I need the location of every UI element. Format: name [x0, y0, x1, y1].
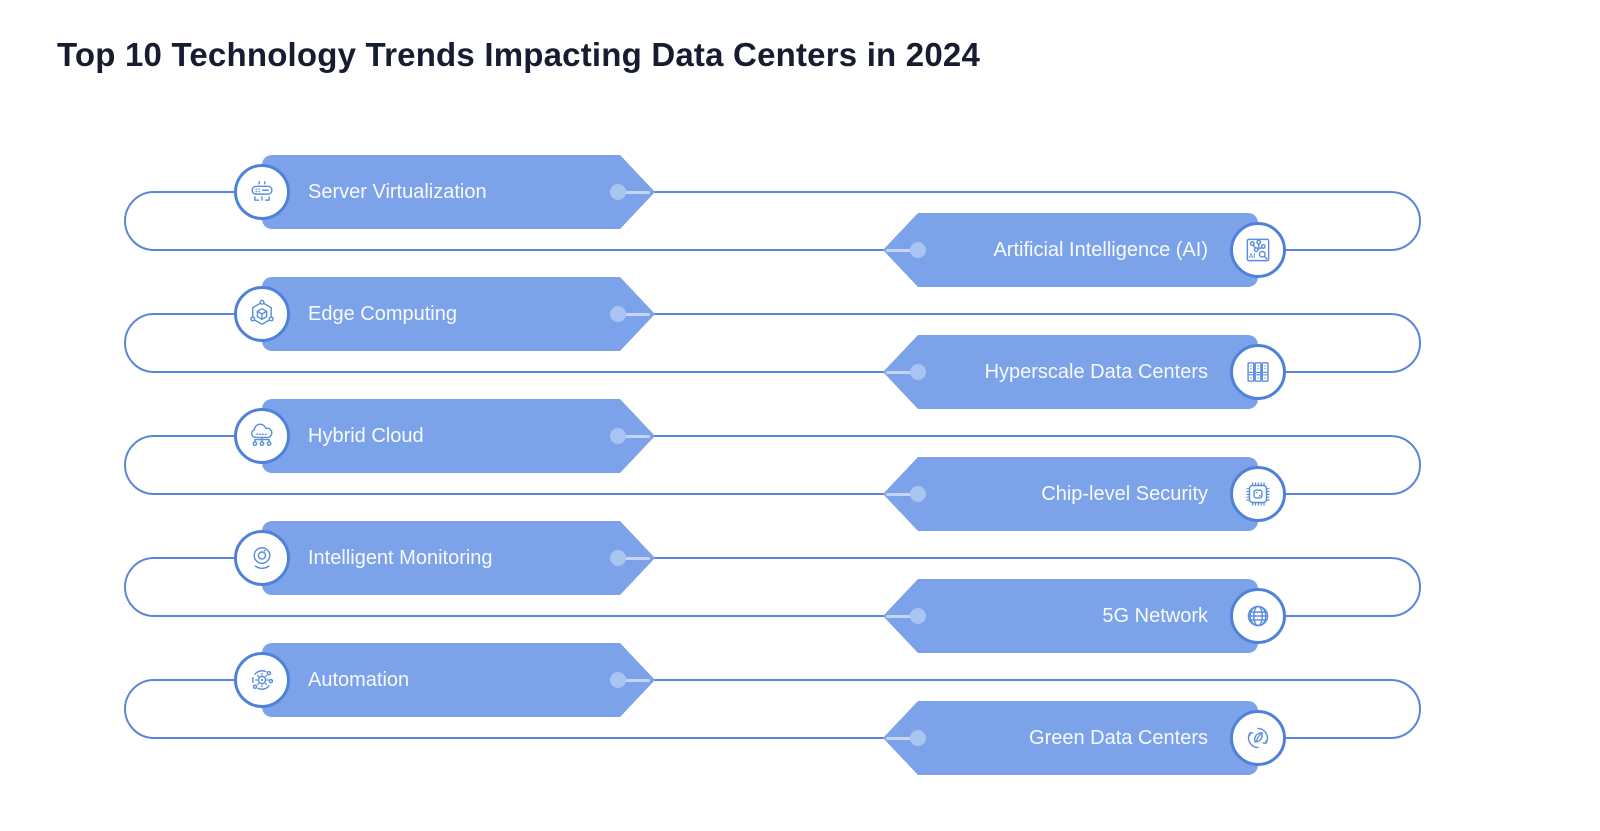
- trend-label: Edge Computing: [308, 302, 457, 325]
- globe-icon: [1241, 599, 1275, 633]
- connector-dot: [610, 672, 626, 688]
- eco-leaf-icon: [1241, 721, 1275, 755]
- trend-banner-right: Hyperscale Data Centers: [918, 335, 1258, 409]
- connector-stub-line: [886, 370, 918, 374]
- trend-label: Server Virtualization: [308, 180, 487, 203]
- trend-label: 5G Network: [1102, 604, 1208, 627]
- server-racks-icon: [1241, 355, 1275, 389]
- connector-loop: [124, 435, 1421, 495]
- connector-dot: [610, 306, 626, 322]
- icon-badge: [234, 164, 290, 220]
- trend-label: Hybrid Cloud: [308, 424, 424, 447]
- connector-stub-line: [618, 556, 650, 560]
- trend-banner-left: Hybrid Cloud: [262, 399, 620, 473]
- trend-label: Automation: [308, 668, 410, 691]
- icon-badge: [1230, 466, 1286, 522]
- trend-label: Hyperscale Data Centers: [984, 360, 1208, 383]
- trend-banner-right: Green Data Centers: [918, 701, 1258, 775]
- connector-loop: [124, 557, 1421, 617]
- webcam-icon: [245, 541, 279, 575]
- trend-label: Chip-level Security: [1041, 482, 1208, 505]
- trend-banner-left: Automation: [262, 643, 620, 717]
- connector-stub-line: [618, 190, 650, 194]
- trend-banner-left: Server Virtualization: [262, 155, 620, 229]
- icon-badge: [234, 408, 290, 464]
- connector-dot: [910, 486, 926, 502]
- icon-badge: [234, 286, 290, 342]
- trend-banner-right: Chip-level Security: [918, 457, 1258, 531]
- connector-dot: [910, 730, 926, 746]
- ai-chip-icon: [1241, 233, 1275, 267]
- connector-stub-line: [886, 492, 918, 496]
- connector-dot: [610, 184, 626, 200]
- trend-banner-right: 5G Network: [918, 579, 1258, 653]
- trend-label: Green Data Centers: [1029, 726, 1208, 749]
- connector-stub-line: [618, 678, 650, 682]
- trend-banner-left: Edge Computing: [262, 277, 620, 351]
- connector-loop: [124, 313, 1421, 373]
- connector-dot: [610, 550, 626, 566]
- icon-badge: [234, 652, 290, 708]
- page-title: Top 10 Technology Trends Impacting Data …: [57, 36, 980, 73]
- trend-banner-left: Intelligent Monitoring: [262, 521, 620, 595]
- automation-icon: [245, 663, 279, 697]
- connector-dot: [910, 608, 926, 624]
- connector-dot: [910, 242, 926, 258]
- connector-stub-line: [886, 736, 918, 740]
- icon-badge: [234, 530, 290, 586]
- trend-label: Artificial Intelligence (AI): [993, 238, 1208, 261]
- connector-stub-line: [886, 614, 918, 618]
- connector-stub-line: [886, 248, 918, 252]
- icon-badge: [1230, 588, 1286, 644]
- server-icon: [245, 175, 279, 209]
- icon-badge: [1230, 344, 1286, 400]
- hybrid-cloud-icon: [245, 419, 279, 453]
- trend-banner-right: Artificial Intelligence (AI): [918, 213, 1258, 287]
- connector-dot: [610, 428, 626, 444]
- connector-loop: [124, 679, 1421, 739]
- edge-computing-icon: [245, 297, 279, 331]
- trend-label: Intelligent Monitoring: [308, 546, 493, 569]
- connector-stub-line: [618, 312, 650, 316]
- secure-chip-icon: [1241, 477, 1275, 511]
- connector-stub-line: [618, 434, 650, 438]
- icon-badge: [1230, 710, 1286, 766]
- connector-dot: [910, 364, 926, 380]
- connector-loop: [124, 191, 1421, 251]
- icon-badge: [1230, 222, 1286, 278]
